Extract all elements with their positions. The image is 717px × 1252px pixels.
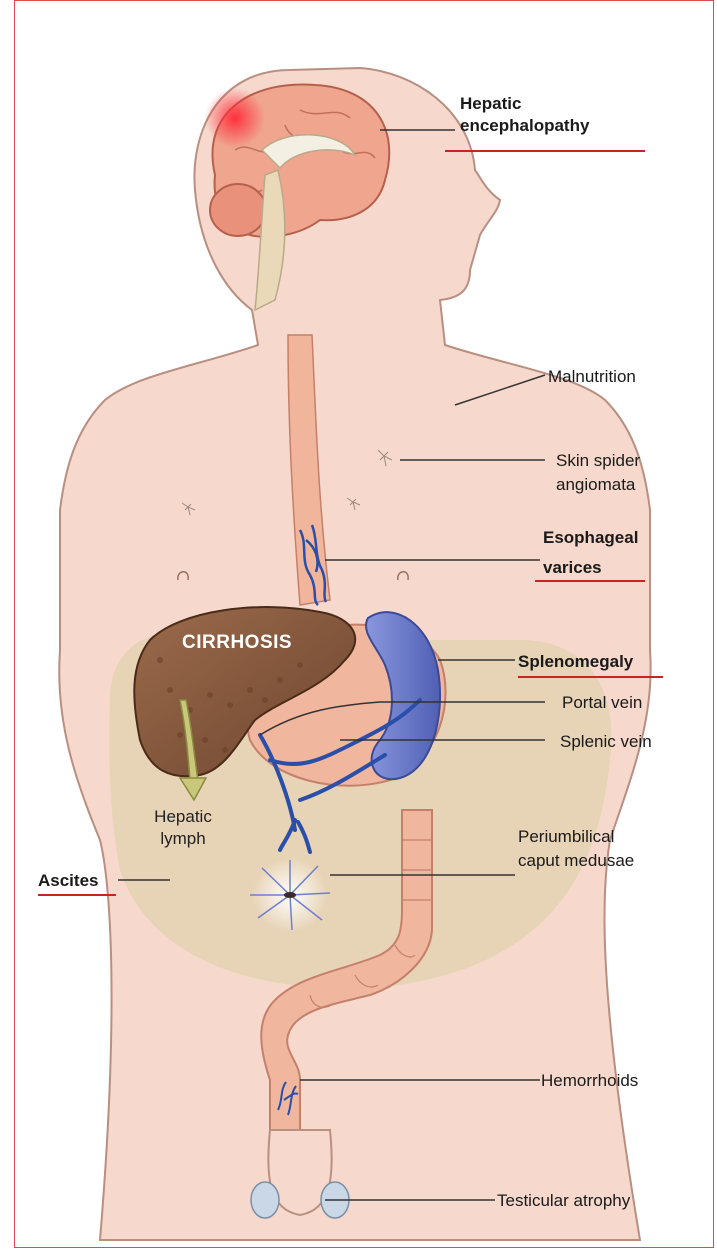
label-periumbilical-line1: Periumbilical — [518, 826, 614, 847]
underline-hepatic-encephalopathy — [445, 150, 645, 152]
label-esophageal-varices-line2: varices — [543, 557, 602, 578]
label-esophageal-varices-line1: Esophageal — [543, 527, 638, 548]
label-ascites: Ascites — [38, 870, 98, 891]
label-hepatic-encephalopathy-line1: Hepatic — [460, 93, 521, 114]
label-testicular-atrophy: Testicular atrophy — [497, 1190, 630, 1211]
label-skin-spider-line1: Skin spider — [556, 450, 640, 471]
label-portal-vein: Portal vein — [562, 692, 642, 713]
label-hepatic-encephalopathy-line2: encephalopathy — [460, 115, 589, 136]
label-cirrhosis: CIRRHOSIS — [182, 632, 292, 654]
label-splenomegaly: Splenomegaly — [518, 651, 633, 672]
underline-esophageal-varices — [535, 580, 645, 582]
label-splenic-vein: Splenic vein — [560, 731, 652, 752]
label-periumbilical-line2: caput medusae — [518, 850, 634, 871]
label-malnutrition: Malnutrition — [548, 366, 636, 387]
label-hepatic-lymph-line2: lymph — [138, 828, 228, 850]
underline-splenomegaly — [518, 676, 663, 678]
underline-ascites — [38, 894, 116, 896]
label-hemorrhoids: Hemorrhoids — [541, 1070, 638, 1091]
label-hepatic-lymph-line1: Hepatic — [138, 806, 228, 828]
label-skin-spider-line2: angiomata — [556, 474, 635, 495]
